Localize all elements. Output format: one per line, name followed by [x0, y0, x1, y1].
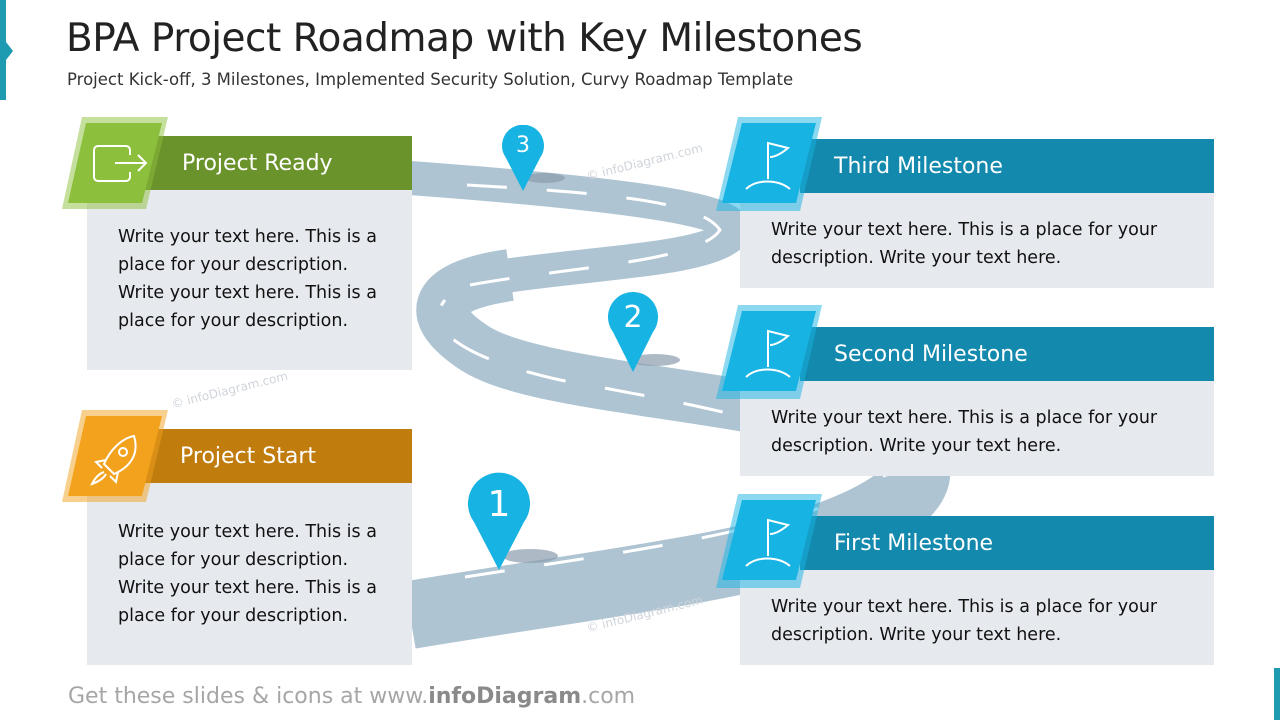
exit-arrow-icon: [62, 117, 168, 209]
card-header: First Milestone: [800, 516, 1214, 570]
accent-bar-bottom: [1274, 668, 1280, 720]
flag-icon: [716, 494, 822, 588]
flag-icon: [716, 117, 822, 211]
accent-bar: [0, 0, 6, 100]
page-subtitle: Project Kick-off, 3 Milestones, Implemen…: [67, 70, 794, 89]
card-text: Write your text here. This is a place fo…: [771, 597, 1158, 645]
card-text: Write your text here. This is a place fo…: [771, 220, 1158, 268]
card-header: Third Milestone: [800, 139, 1214, 193]
page-title: BPA Project Roadmap with Key Milestones: [66, 16, 863, 61]
flag-icon: [716, 305, 822, 399]
rocket-icon: [62, 410, 168, 502]
card-header: Second Milestone: [800, 327, 1214, 381]
milestone-pin-1: 1: [468, 472, 530, 570]
card-text: Write your text here. This is a place fo…: [118, 522, 377, 626]
milestone-pin-2: 2: [608, 292, 658, 372]
footer-link[interactable]: Get these slides & icons at www.infoDiag…: [68, 684, 636, 709]
accent-chevron: [6, 42, 13, 60]
card-text: Write your text here. This is a place fo…: [118, 227, 377, 331]
card-text: Write your text here. This is a place fo…: [771, 408, 1158, 456]
milestone-pin-3: 3: [502, 124, 544, 191]
